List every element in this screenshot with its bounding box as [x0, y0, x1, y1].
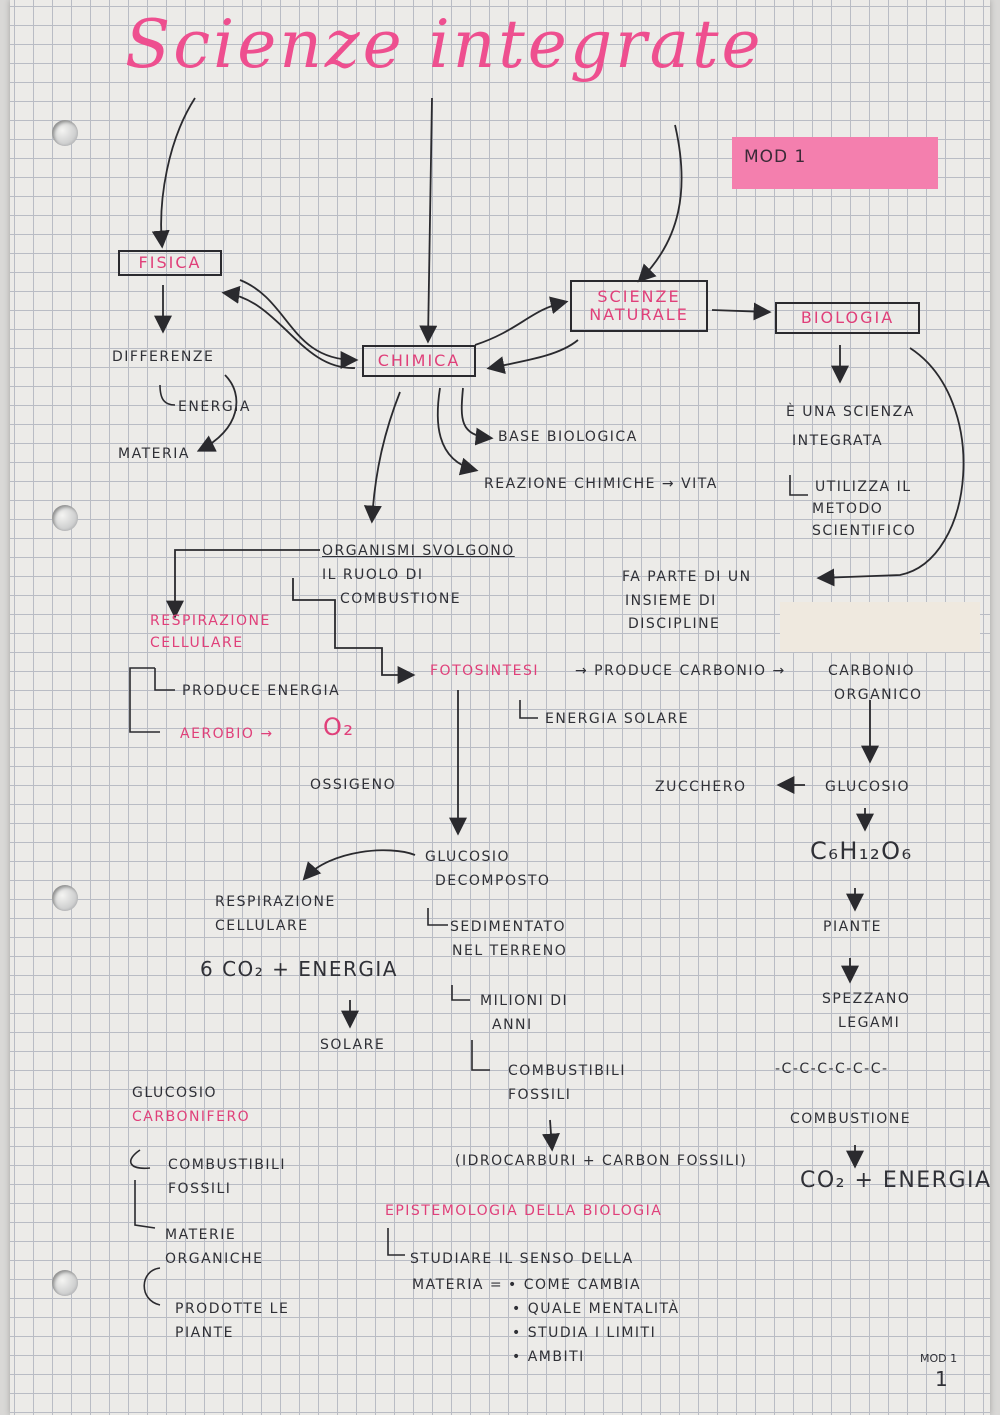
notebook-page [10, 0, 990, 1415]
epistemologia-materia: MATERIA = [412, 1277, 504, 1293]
fotosintesi-energia-solare: ENERGIA SOLARE [545, 711, 690, 727]
resp-cellulare-1: RESPIRAZIONE [215, 894, 336, 910]
combustibili-fossili-2: FOSSILI [508, 1087, 572, 1103]
carbon-chain: -C-C-C-C-C-C- [775, 1061, 889, 1077]
carbonifero-prodotte-2: PIANTE [175, 1325, 235, 1341]
epistemologia-bullet: • AMBITI [512, 1349, 585, 1365]
fotosintesi-carbonio-1: CARBONIO [828, 663, 916, 679]
page-title: Scienze integrate [125, 6, 764, 83]
organismi-line1: ORGANISMI SVOLGONO [322, 543, 515, 559]
box-fisica: FISICA [118, 250, 222, 276]
carbonifero-prodotte-1: PRODOTTE LE [175, 1301, 290, 1317]
biologia-utilizza-3: SCIENTIFICO [812, 523, 917, 539]
carbonifero-title: CARBONIFERO [132, 1109, 251, 1125]
epistemologia-studiare: STUDIARE IL SENSO DELLA [410, 1251, 634, 1267]
carbonifero-combustibili-1: COMBUSTIBILI [168, 1157, 286, 1173]
epistemologia-bullet: • COME CAMBIA [508, 1277, 642, 1293]
respirazione-produce: PRODUCE ENERGIA [182, 683, 341, 699]
fisica-energia: ENERGIA [178, 399, 251, 415]
fotosintesi-title: FOTOSINTESI [430, 663, 540, 679]
combustione: COMBUSTIONE [790, 1111, 912, 1127]
sedimentato-1: SEDIMENTATO [450, 919, 567, 935]
resp-cellulare-2: CELLULARE [215, 918, 309, 934]
sticky-note [780, 602, 980, 652]
milioni-1: MILIONI DI [480, 993, 569, 1009]
module-badge: MOD 1 [732, 137, 938, 189]
epistemologia-bullet: • STUDIA I LIMITI [512, 1325, 657, 1341]
carbonifero-materie-2: ORGANICHE [165, 1251, 264, 1267]
box-biologia: BIOLOGIA [775, 302, 920, 334]
glucosio: GLUCOSIO [825, 779, 911, 795]
biologia-utilizza-2: METODO [812, 501, 884, 517]
respirazione-aerobio: AEROBIO → [180, 726, 274, 742]
organismi-line3: COMBUSTIONE [340, 591, 462, 607]
carbonifero-combustibili-2: FOSSILI [168, 1181, 232, 1197]
biologia-e-una: È UNA SCIENZA [786, 404, 915, 420]
biologia-utilizza-1: UTILIZZA IL [815, 479, 912, 495]
page-number: 1 [935, 1367, 950, 1391]
resp-formula: 6 CO₂ + ENERGIA [200, 957, 398, 981]
box-scienze-line2: NATURALE [589, 305, 689, 324]
carbonifero-materie-1: MATERIE [165, 1227, 237, 1243]
zucchero: ZUCCHERO [655, 779, 747, 795]
organismi-line2: IL RUOLO DI [322, 567, 424, 583]
fisica-differenze: DIFFERENZE [112, 349, 215, 365]
combustibili-fossili-1: COMBUSTIBILI [508, 1063, 626, 1079]
chimica-reazione: REAZIONE CHIMICHE → VITA [484, 476, 718, 492]
piante: PIANTE [823, 919, 883, 935]
biologia-fa-parte-3: DISCIPLINE [628, 616, 721, 632]
biologia-fa-parte-1: FA PARTE DI UN [622, 569, 752, 585]
respirazione-title-2: CELLULARE [150, 635, 244, 651]
milioni-2: ANNI [492, 1017, 533, 1033]
box-chimica: CHIMICA [362, 345, 476, 377]
binder-hole [52, 505, 78, 531]
glucose-formula: C₆H₁₂O₆ [810, 837, 913, 865]
box-scienze-line1: SCIENZE [597, 287, 681, 306]
carbonifero-glucosio: GLUCOSIO [132, 1085, 218, 1101]
spezzano-1: SPEZZANO [822, 991, 911, 1007]
binder-hole [52, 120, 78, 146]
sedimentato-2: NEL TERRENO [452, 943, 568, 959]
respirazione-o2: O₂ [323, 713, 355, 741]
respirazione-title-1: RESPIRAZIONE [150, 613, 271, 629]
fotosintesi-carbonio-2: ORGANICO [834, 687, 923, 703]
spezzano-2: LEGAMI [838, 1015, 901, 1031]
resp-solare: SOLARE [320, 1037, 386, 1053]
binder-hole [52, 1270, 78, 1296]
co2-energia: CO₂ + ENERGIA [800, 1168, 992, 1193]
epistemologia-title: EPISTEMOLOGIA DELLA BIOLOGIA [385, 1203, 663, 1219]
respirazione-ossigeno: OSSIGENO [310, 777, 397, 793]
chimica-base-biologica: BASE BIOLOGICA [498, 429, 638, 445]
fotosintesi-produce: → PRODUCE CARBONIO → [575, 663, 786, 679]
epistemologia-bullet: • QUALE MENTALITÀ [512, 1301, 680, 1317]
glucosio-decomposto-2: DECOMPOSTO [435, 873, 551, 889]
box-scienze-naturale: SCIENZE NATURALE [570, 280, 708, 332]
glucosio-decomposto-1: GLUCOSIO [425, 849, 511, 865]
footer-mod: MOD 1 [920, 1352, 958, 1365]
biologia-integrata: INTEGRATA [792, 433, 884, 449]
idrocarburi: (IDROCARBURI + CARBON FOSSILI) [455, 1153, 748, 1169]
fisica-materia: MATERIA [118, 446, 190, 462]
biologia-fa-parte-2: INSIEME DI [625, 593, 717, 609]
binder-hole [52, 885, 78, 911]
